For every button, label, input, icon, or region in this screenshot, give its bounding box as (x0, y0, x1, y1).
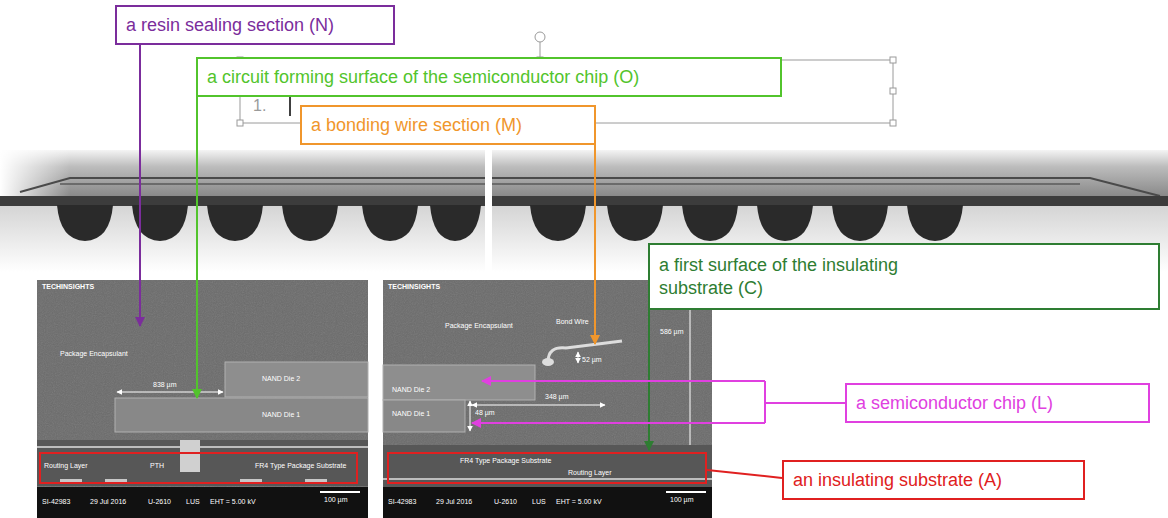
image-info: 29 Jul 2016 (90, 498, 126, 506)
list-number: 1. (253, 97, 266, 115)
part-name: FR4 Type Package Substrate (255, 462, 346, 470)
part-name: Package Encapsulant (445, 322, 513, 330)
image-info: 29 Jul 2016 (436, 498, 472, 506)
callout-text: a resin sealing section (N) (126, 14, 334, 37)
part-name: NAND Die 2 (392, 386, 430, 394)
callout-box: a semiconductor chip (L) (845, 383, 1150, 423)
dimension: 48 µm (475, 409, 495, 417)
callout-box: a bonding wire section (M) (300, 105, 596, 145)
callout-text: an insulating substrate (A) (793, 469, 1002, 492)
dimension: 52 µm (582, 356, 602, 364)
part-name: FR4 Type Package Substrate (460, 457, 551, 465)
image-info: EHT = 5.00 kV (210, 498, 256, 506)
watermark: TECHINSIGHTS (388, 283, 440, 291)
part-name: NAND Die 1 (392, 410, 430, 418)
part-name: NAND Die 1 (262, 411, 300, 419)
dimension: 586 µm (660, 328, 684, 336)
callout-box: a circuit forming surface of the semicon… (196, 57, 782, 97)
callout-box: a resin sealing section (N) (115, 5, 395, 45)
image-info: LUS (532, 498, 546, 506)
image-info: U-2610 (148, 498, 171, 506)
part-name: NAND Die 2 (262, 375, 300, 383)
callout-box: an insulating substrate (A) (782, 460, 1085, 500)
part-name: Bond Wire (556, 318, 589, 326)
part-name: Routing Layer (568, 469, 612, 477)
image-info: EHT = 5.00 kV (556, 498, 602, 506)
sem-micrograph-left (37, 280, 368, 518)
image-info: LUS (186, 498, 200, 506)
image-info: SI-42983 (388, 498, 416, 506)
dimension: 348 µm (545, 393, 569, 401)
watermark: TECHINSIGHTS (42, 283, 94, 291)
scale-bar-label: 100 µm (670, 496, 694, 504)
part-name: Routing Layer (44, 462, 88, 470)
callout-text: a circuit forming surface of the semicon… (207, 66, 639, 89)
sem-micrograph-right (383, 280, 712, 518)
dimension: 838 µm (153, 381, 177, 389)
image-info: SI-42983 (42, 498, 70, 506)
scale-bar-label: 100 µm (324, 496, 348, 504)
callout-text: a first surface of the insulating substr… (659, 254, 959, 299)
part-name: PTH (150, 462, 164, 470)
callout-text: a semiconductor chip (L) (856, 392, 1053, 415)
image-info: U-2610 (494, 498, 517, 506)
callout-box: a first surface of the insulating substr… (648, 243, 1160, 310)
part-name: Package Encapsulant (60, 350, 128, 358)
callout-text: a bonding wire section (M) (311, 114, 522, 137)
